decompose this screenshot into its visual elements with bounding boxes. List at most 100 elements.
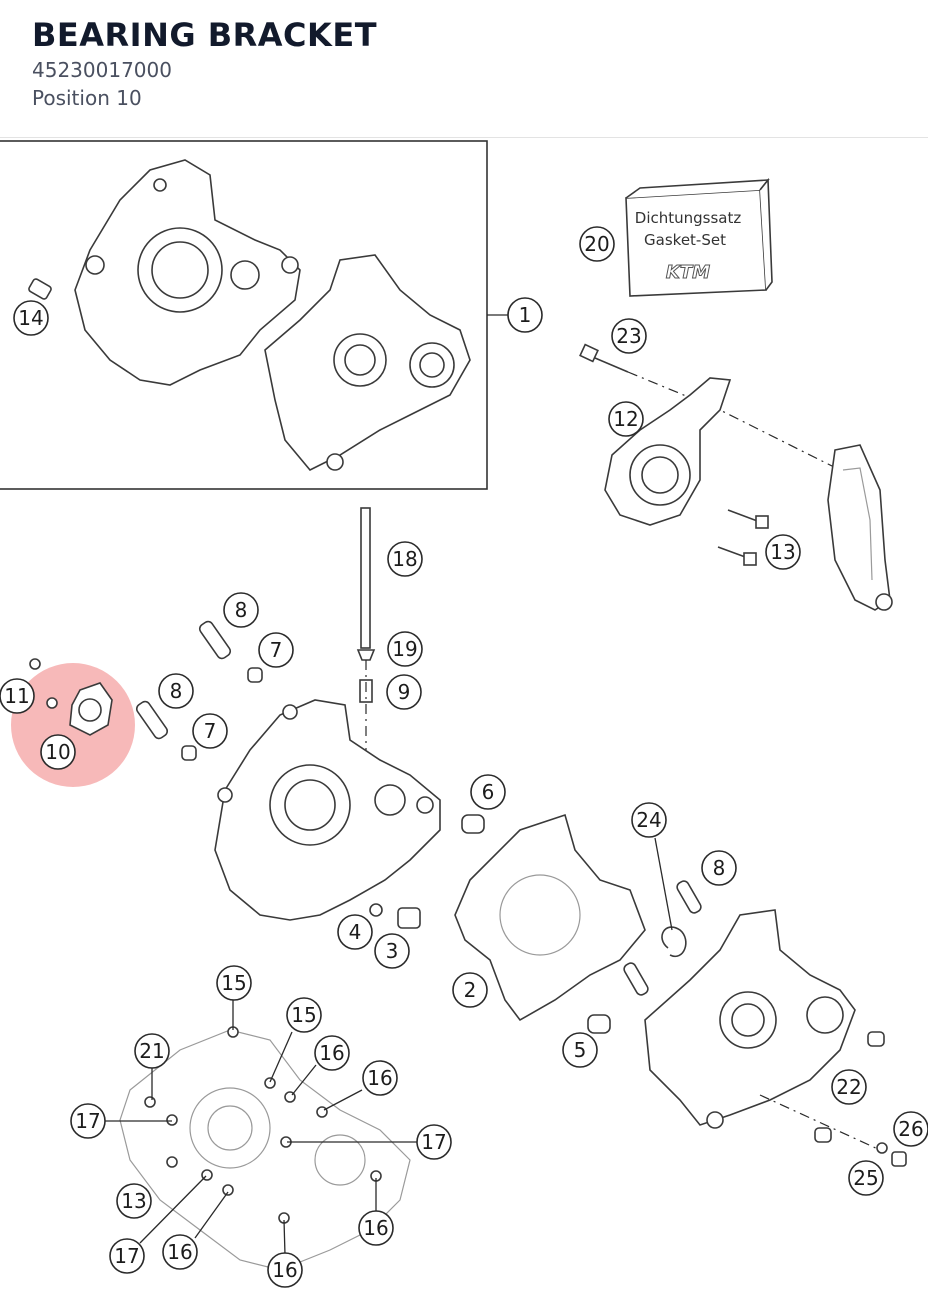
bolts-13-right — [717, 509, 769, 566]
callout-6[interactable]: 6 — [470, 774, 506, 810]
bolt-23 — [579, 343, 629, 373]
svg-text:13: 13 — [770, 540, 795, 564]
gasket-box-line2: Gasket-Set — [644, 231, 726, 249]
callout-19[interactable]: 19 — [387, 631, 423, 667]
svg-text:17: 17 — [75, 1109, 100, 1133]
chain-guide — [827, 444, 893, 611]
dowel-8-right-lower — [623, 962, 649, 996]
svg-text:5: 5 — [574, 1038, 587, 1062]
svg-text:12: 12 — [613, 407, 638, 431]
sleeve-22 — [867, 1031, 885, 1047]
crankcase-half-center — [214, 699, 441, 921]
callout-16-b[interactable]: 16 — [362, 1060, 398, 1096]
callout-25[interactable]: 25 — [848, 1160, 884, 1196]
exploded-parts-diagram: Dichtungssatz Gasket-Set KTM — [0, 140, 928, 1288]
callout-11[interactable]: 11 — [0, 678, 35, 714]
svg-text:23: 23 — [616, 324, 641, 348]
position-label: Position 10 — [32, 86, 142, 110]
dowel-8-lower — [135, 700, 169, 740]
callouts: 1 20 14 23 12 13 18 8 7 19 9 11 8 7 10 6… — [0, 226, 928, 1288]
callout-8-right[interactable]: 8 — [701, 850, 737, 886]
svg-text:11: 11 — [4, 684, 29, 708]
page-title: BEARING BRACKET — [32, 16, 378, 54]
callout-16-c[interactable]: 16 — [358, 1210, 394, 1246]
callout-20[interactable]: 20 — [579, 226, 615, 262]
header: BEARING BRACKET 45230017000 Position 10 — [0, 0, 928, 138]
svg-text:21: 21 — [139, 1039, 164, 1063]
callout-16-d[interactable]: 16 — [162, 1234, 198, 1270]
svg-text:14: 14 — [18, 306, 43, 330]
svg-text:18: 18 — [392, 547, 417, 571]
crankcase-left-half-assembly — [74, 159, 301, 386]
callout-13-right[interactable]: 13 — [765, 534, 801, 570]
dowel-8-right — [676, 880, 702, 914]
nut-26 — [891, 1151, 907, 1167]
callout-10[interactable]: 10 — [40, 734, 76, 770]
callout-16-a[interactable]: 16 — [314, 1035, 350, 1071]
callout-24[interactable]: 24 — [631, 802, 667, 838]
leader-lines — [105, 314, 673, 1256]
svg-text:25: 25 — [853, 1166, 878, 1190]
dowel-22-lower — [814, 1127, 832, 1143]
dowel-pin — [28, 278, 52, 300]
callout-23[interactable]: 23 — [611, 318, 647, 354]
callout-1[interactable]: 1 — [507, 297, 543, 333]
svg-text:24: 24 — [636, 808, 661, 832]
svg-text:17: 17 — [114, 1244, 139, 1268]
svg-text:6: 6 — [482, 780, 495, 804]
callout-13-bottom[interactable]: 13 — [116, 1183, 152, 1219]
crankcase-half-right — [644, 909, 856, 1129]
sleeve-7-upper — [247, 667, 263, 683]
callout-8-upper[interactable]: 8 — [223, 592, 259, 628]
callout-3[interactable]: 3 — [374, 933, 410, 969]
washer-19 — [356, 649, 376, 661]
callout-12[interactable]: 12 — [608, 401, 644, 437]
callout-2[interactable]: 2 — [452, 972, 488, 1008]
callout-15-top[interactable]: 15 — [216, 965, 252, 1001]
svg-text:16: 16 — [167, 1240, 192, 1264]
callout-21[interactable]: 21 — [134, 1033, 170, 1069]
callout-22[interactable]: 22 — [831, 1069, 867, 1105]
callout-8-lower[interactable]: 8 — [158, 673, 194, 709]
crankcase-right-half-assembly — [264, 254, 471, 471]
gasket-set-box: Dichtungssatz Gasket-Set KTM — [625, 177, 773, 297]
callout-14[interactable]: 14 — [13, 300, 49, 336]
svg-text:16: 16 — [367, 1066, 392, 1090]
svg-text:16: 16 — [319, 1041, 344, 1065]
svg-text:8: 8 — [170, 679, 183, 703]
svg-text:22: 22 — [836, 1075, 861, 1099]
ktm-logo: KTM — [666, 262, 710, 283]
dowel-8-upper — [198, 620, 232, 660]
svg-text:7: 7 — [204, 719, 217, 743]
svg-text:7: 7 — [270, 638, 283, 662]
bearing-bracket-12 — [604, 377, 732, 526]
callout-5[interactable]: 5 — [562, 1032, 598, 1068]
svg-text:16: 16 — [363, 1216, 388, 1240]
callout-7-lower[interactable]: 7 — [192, 713, 228, 749]
callout-15[interactable]: 15 — [286, 997, 322, 1033]
callout-4[interactable]: 4 — [337, 914, 373, 950]
callout-17-left[interactable]: 17 — [70, 1103, 106, 1139]
callout-16-e[interactable]: 16 — [267, 1252, 303, 1288]
callout-17-bottom[interactable]: 17 — [109, 1238, 145, 1274]
svg-text:15: 15 — [291, 1003, 316, 1027]
gasket-box-line1: Dichtungssatz — [635, 209, 742, 227]
callout-26[interactable]: 26 — [893, 1111, 928, 1147]
stud-18 — [360, 507, 371, 649]
svg-text:8: 8 — [713, 856, 726, 880]
callout-7-upper[interactable]: 7 — [258, 632, 294, 668]
callout-17-right[interactable]: 17 — [416, 1124, 452, 1160]
callout-18[interactable]: 18 — [387, 541, 423, 577]
part-number: 45230017000 — [32, 58, 172, 82]
sleeve-5 — [587, 1014, 611, 1034]
svg-text:4: 4 — [349, 920, 362, 944]
callout-9[interactable]: 9 — [386, 674, 422, 710]
svg-text:9: 9 — [398, 680, 411, 704]
circlip-24 — [661, 926, 687, 958]
svg-text:16: 16 — [272, 1258, 297, 1282]
washer-4 — [369, 903, 383, 917]
svg-text:3: 3 — [386, 939, 399, 963]
svg-text:20: 20 — [584, 232, 609, 256]
plug-3 — [397, 907, 421, 929]
washer-25 — [876, 1142, 888, 1154]
